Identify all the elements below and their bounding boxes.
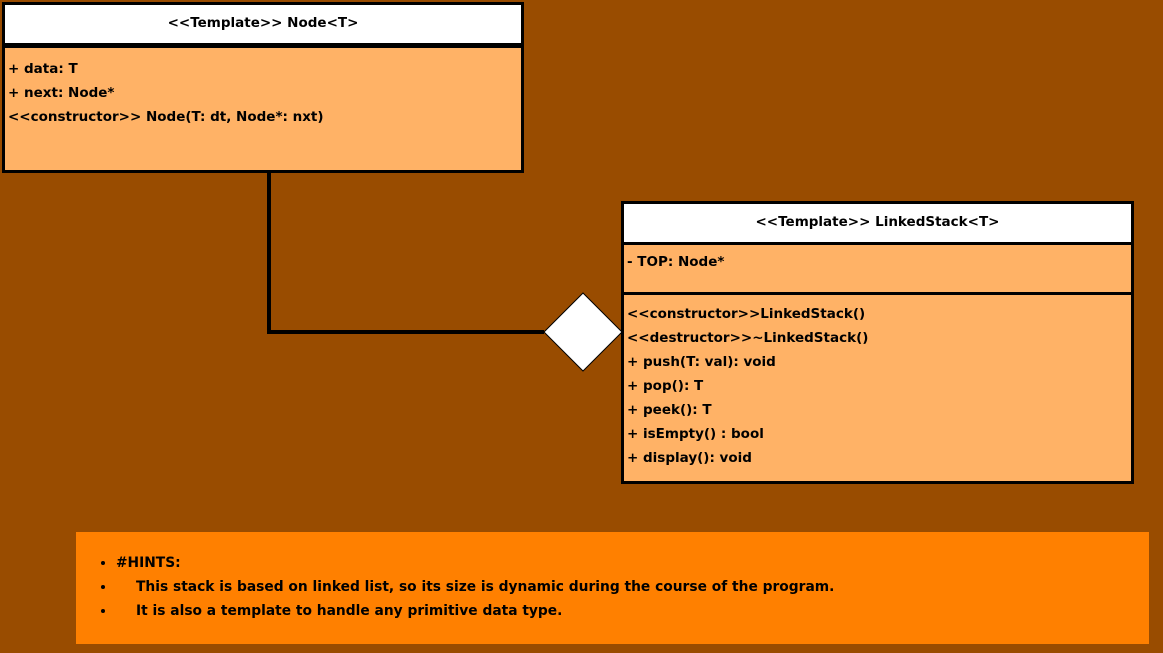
linkedstack-method: <<destructor>>~LinkedStack(): [627, 330, 869, 346]
hints-list: #HINTS: This stack is based on linked li…: [76, 551, 1149, 623]
linkedstack-attribute: - TOP: Node*: [627, 254, 725, 270]
node-class-attributes: + data: T + next: Node* <<constructor>> …: [5, 48, 521, 129]
hint-item: It is also a template to handle any prim…: [116, 599, 1149, 623]
linkedstack-class-title: <<Template>> LinkedStack<T>: [624, 204, 1131, 245]
hint-text: This stack is based on linked list, so i…: [136, 579, 835, 595]
hint-text: It is also a template to handle any prim…: [136, 603, 563, 619]
hints-note[interactable]: #HINTS: This stack is based on linked li…: [76, 532, 1149, 644]
linkedstack-method: + push(T: val): void: [627, 354, 776, 370]
hint-item: This stack is based on linked list, so i…: [116, 575, 1149, 599]
linkedstack-method: <<constructor>>LinkedStack(): [627, 306, 866, 322]
linkedstack-method: + pop(): T: [627, 378, 704, 394]
node-attribute: + data: T: [8, 61, 78, 77]
linkedstack-attributes: - TOP: Node*: [624, 245, 1131, 295]
hints-heading: #HINTS:: [116, 551, 1149, 575]
linkedstack-class-box[interactable]: <<Template>> LinkedStack<T> - TOP: Node*…: [621, 201, 1134, 484]
linkedstack-method: + isEmpty() : bool: [627, 426, 764, 442]
node-constructor: <<constructor>> Node(T: dt, Node*: nxt): [8, 109, 324, 125]
aggregation-diamond: [543, 292, 623, 372]
linkedstack-method: + display(): void: [627, 450, 752, 466]
node-attribute: + next: Node*: [8, 85, 115, 101]
linkedstack-method: + peek(): T: [627, 402, 712, 418]
node-class-box[interactable]: <<Template>> Node<T> + data: T + next: N…: [2, 2, 524, 173]
node-class-title: <<Template>> Node<T>: [5, 5, 521, 48]
aggregation-line: [267, 172, 544, 334]
linkedstack-methods: <<constructor>>LinkedStack() <<destructo…: [624, 295, 1131, 470]
